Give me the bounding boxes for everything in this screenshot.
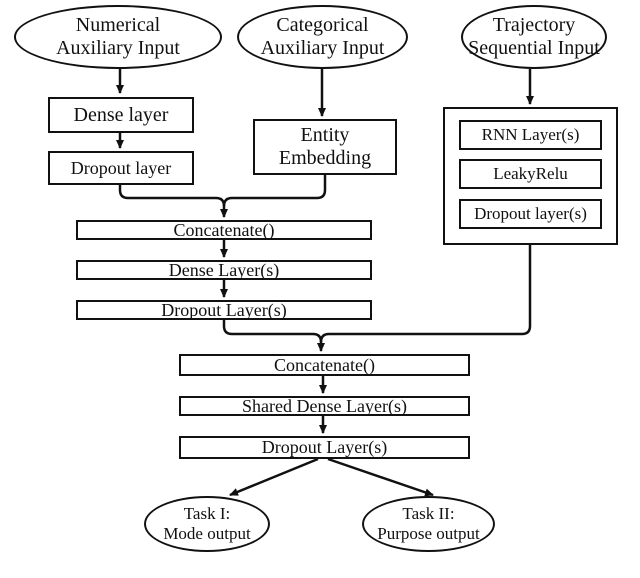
- leaky-relu-label: LeakyRelu: [493, 164, 568, 184]
- numerical-input-line2: Auxiliary Input: [56, 37, 180, 59]
- trajectory-input-line1: Trajectory: [492, 14, 576, 36]
- numerical-input-line1: Numerical: [75, 14, 161, 36]
- edge-to-task2: [327, 457, 434, 497]
- task1-line2: Mode output: [163, 524, 251, 543]
- concat-main-label: Concatenate(): [274, 354, 375, 375]
- trajectory-branch-group: [443, 107, 618, 245]
- categorical-input-line2: Auxiliary Input: [260, 37, 385, 59]
- trajectory-input-node: Trajectory Sequential Input: [461, 5, 607, 69]
- dense-layer-node: Dense layer: [48, 97, 194, 133]
- dropout-main-label: Dropout Layer(s): [261, 437, 388, 458]
- dense-layers-aux-label: Dense Layer(s): [168, 259, 280, 280]
- entity-embedding-node: Entity Embedding: [253, 119, 397, 175]
- task2-output-node: Task II: Purpose output: [362, 496, 495, 552]
- dropout-main-node: Dropout Layer(s): [179, 436, 470, 459]
- task1-output-node: Task I: Mode output: [144, 496, 270, 552]
- trajectory-dropout-label: Dropout layer(s): [474, 204, 587, 224]
- rnn-layers-node: RNN Layer(s): [459, 120, 602, 150]
- dropout-layer-label: Dropout layer: [70, 157, 172, 178]
- dense-layer-label: Dense layer: [73, 103, 169, 126]
- shared-dense-label: Shared Dense Layer(s): [242, 395, 407, 416]
- leaky-relu-node: LeakyRelu: [459, 159, 602, 189]
- trajectory-input-line2: Sequential Input: [468, 37, 600, 59]
- trajectory-dropout-node: Dropout layer(s): [459, 199, 602, 229]
- concat-aux-node: Concatenate(): [76, 220, 372, 240]
- edge-aux-to-main-concat: [222, 320, 325, 352]
- task2-line2: Purpose output: [377, 524, 480, 543]
- edge-embedding-to-concat: [222, 175, 327, 207]
- entity-embedding-line2: Embedding: [278, 147, 372, 169]
- task2-line1: Task II:: [402, 504, 455, 524]
- edge-dropout-to-concat: [118, 185, 228, 218]
- concat-aux-label: Concatenate(): [173, 219, 275, 240]
- task1-line1: Task I:: [183, 504, 231, 524]
- dropout-layers-aux-label: Dropout Layer(s): [161, 299, 287, 320]
- categorical-input-node: Categorical Auxiliary Input: [237, 5, 408, 69]
- edge-trajectory-to-main-concat: [319, 245, 532, 343]
- numerical-input-node: Numerical Auxiliary Input: [14, 5, 222, 69]
- edge-to-task1: [229, 457, 319, 497]
- categorical-input-line1: Categorical: [276, 14, 369, 36]
- rnn-layers-label: RNN Layer(s): [481, 125, 580, 145]
- shared-dense-node: Shared Dense Layer(s): [179, 396, 470, 416]
- dense-layers-aux-node: Dense Layer(s): [76, 260, 372, 280]
- entity-embedding-line1: Entity: [300, 124, 350, 146]
- dropout-layers-aux-node: Dropout Layer(s): [76, 300, 372, 320]
- dropout-layer-node: Dropout layer: [48, 151, 194, 185]
- concat-main-node: Concatenate(): [179, 354, 470, 376]
